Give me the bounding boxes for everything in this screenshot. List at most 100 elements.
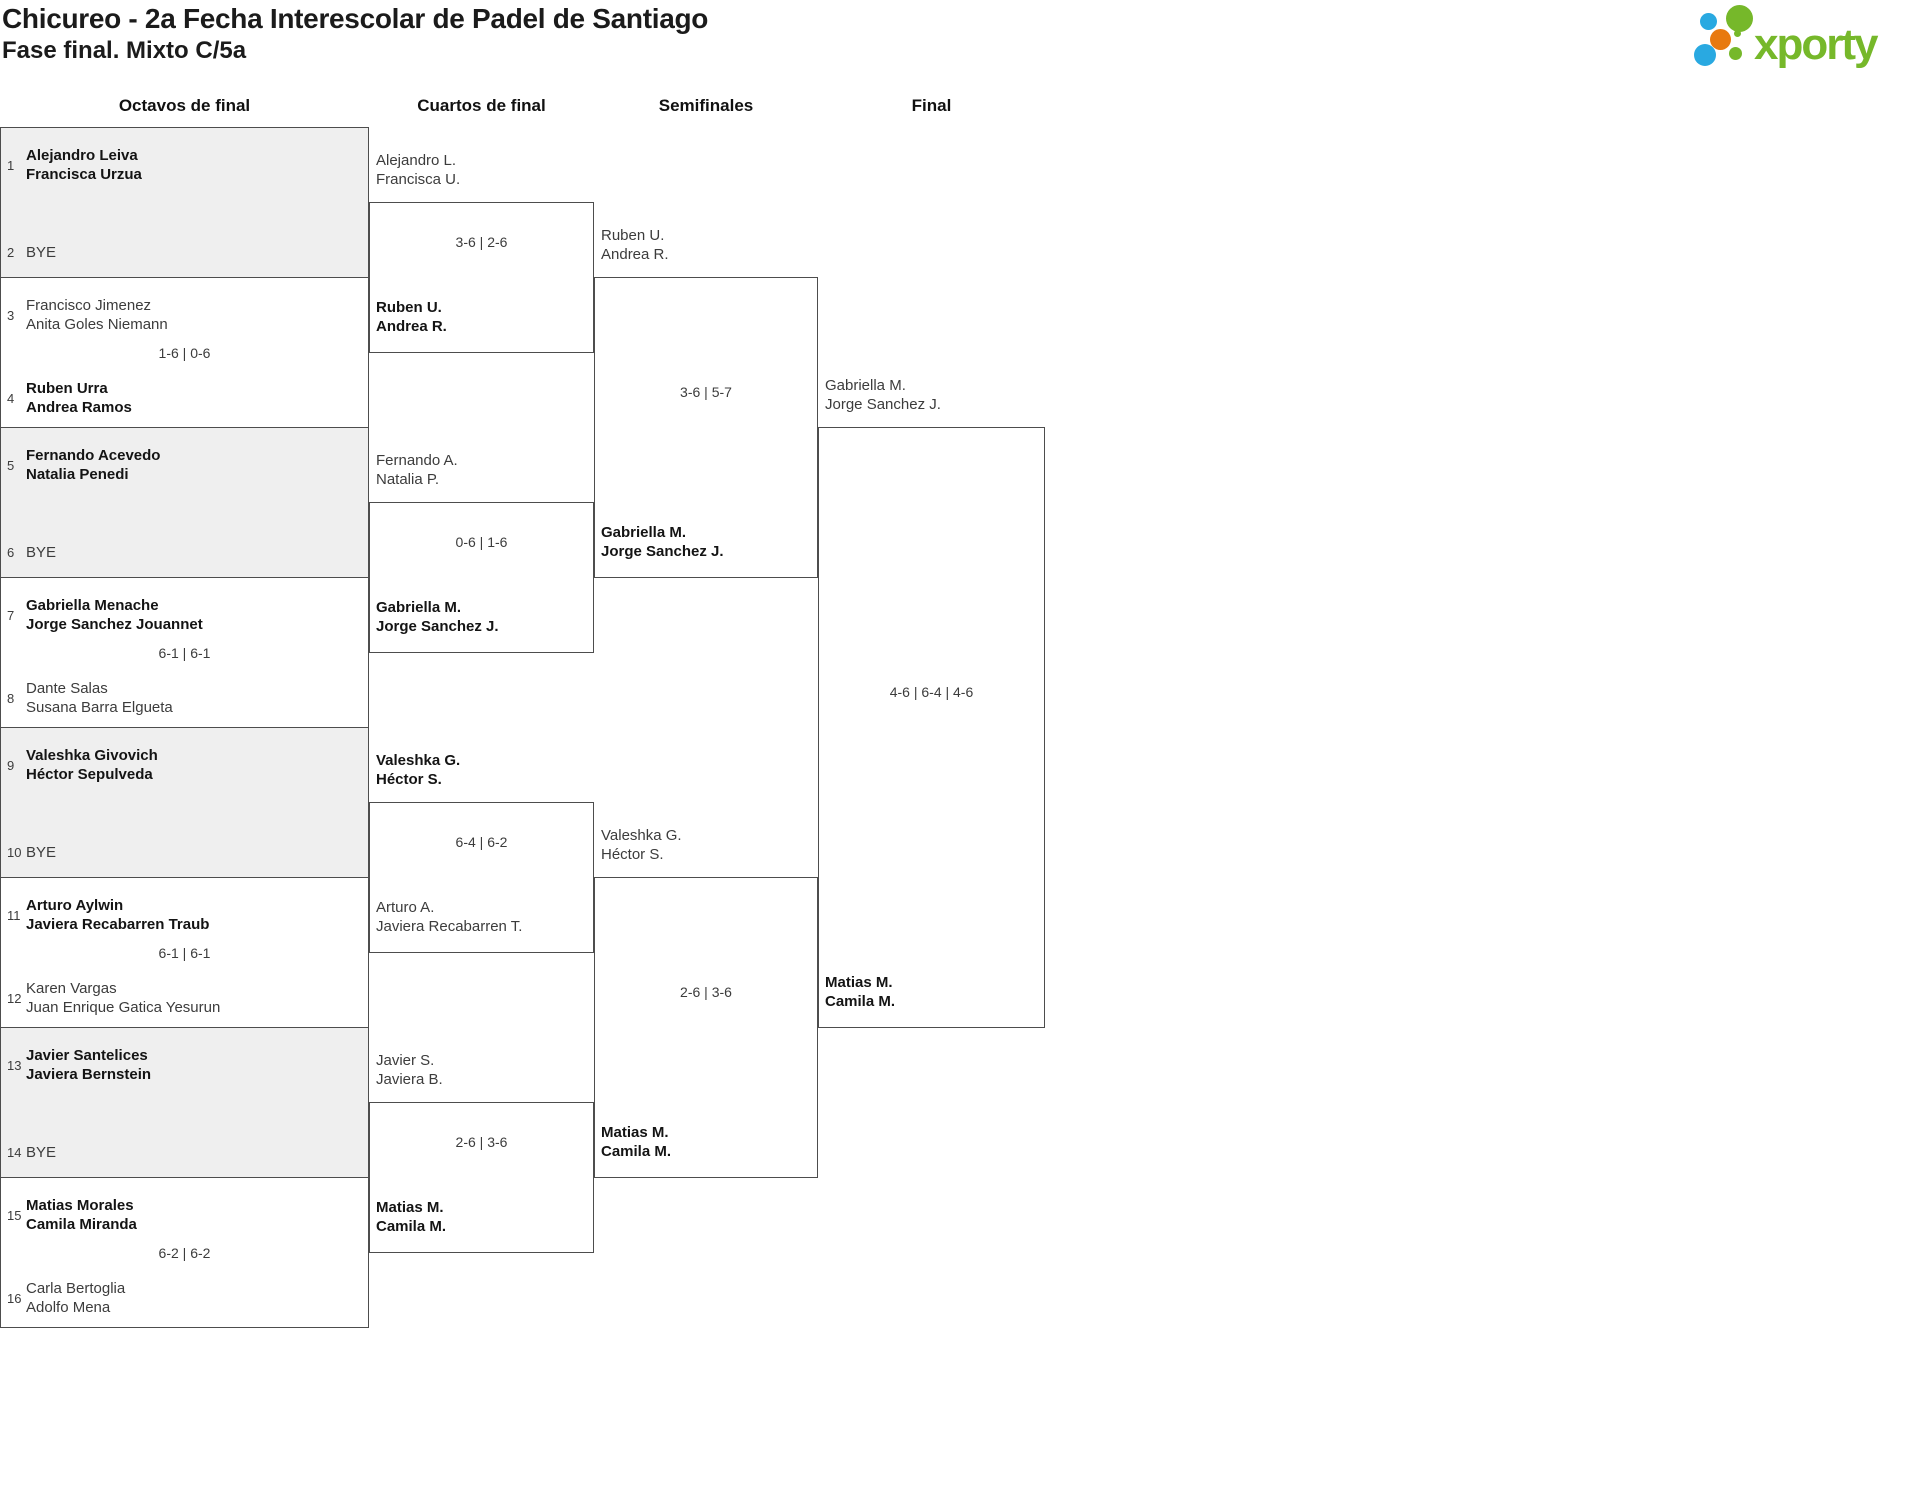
team-name-line: Arturo A.	[376, 899, 435, 916]
match-cuartos-4[interactable]	[369, 1102, 594, 1253]
seed-number: 2	[7, 245, 15, 260]
team-name-line: Andrea R.	[376, 318, 447, 335]
team-name-line: BYE	[26, 244, 57, 261]
team-label-top: Gabriella M.Jorge Sanchez J.	[825, 376, 941, 414]
team-name-line: Jorge Sanchez J.	[825, 396, 941, 413]
logo-dot-green-small	[1729, 47, 1742, 60]
match-score: 6-2 | 6-2	[158, 1244, 211, 1261]
match-final-1[interactable]	[818, 427, 1045, 1028]
logo-dot-blue-medium	[1694, 44, 1716, 66]
team-name-line: Alejandro Leiva	[26, 147, 138, 164]
team-label-top: Fernando A.Natalia P.	[376, 451, 458, 489]
match-score: 6-1 | 6-1	[158, 644, 211, 661]
match-cuartos-1[interactable]	[369, 202, 594, 353]
team-name-line: Francisca U.	[376, 171, 461, 188]
match-score: 2-6 | 3-6	[680, 983, 732, 1000]
team-label-bottom: Matias M. Camila M.	[825, 973, 895, 1011]
team-name-line: Matias M.	[601, 1124, 669, 1141]
team-name: BYE	[26, 243, 56, 262]
team-name-line: Gabriella M.	[601, 524, 687, 541]
seed-number: 4	[7, 390, 15, 406]
team-name-line: Héctor S.	[601, 846, 664, 863]
team-name-line: Jorge Sanchez Jouannet	[26, 616, 203, 633]
team-name-line: Camila Miranda	[26, 1216, 137, 1233]
team-name-line: Jorge Sanchez J.	[601, 543, 724, 560]
team-label-bottom: Gabriella M. Jorge Sanchez J.	[601, 523, 724, 561]
seed-number: 13	[7, 1057, 22, 1073]
team-name-line: Valeshka G.	[376, 752, 461, 769]
seed-number: 16	[7, 1290, 22, 1306]
team-row-bottom: 10 BYE	[7, 843, 364, 862]
team-name-line: Camila M.	[601, 1143, 672, 1160]
seed-number: 12	[7, 990, 22, 1006]
page-subtitle: Fase final. Mixto C/5a	[2, 37, 247, 64]
match-semifinal-1[interactable]	[594, 277, 818, 578]
team-name-line: Javier Santelices	[26, 1047, 148, 1064]
team-name-line: Camila M.	[825, 993, 896, 1010]
team-name: BYE	[26, 1143, 56, 1162]
logo-dot-green-tiny	[1734, 30, 1741, 37]
team-name-line: Karen Vargas	[26, 980, 117, 997]
team-name-line: Ruben U.	[601, 227, 665, 244]
team-name-line: Héctor Sepulveda	[26, 766, 153, 783]
team-name-line: Carla Bertoglia	[26, 1280, 126, 1297]
team-name-line: Gabriella M.	[376, 599, 462, 616]
seed-number: 10	[7, 845, 22, 860]
team-name-line: Ruben U.	[376, 299, 442, 316]
team-row-bottom: 2 BYE	[7, 243, 364, 262]
team-name-line: BYE	[26, 844, 57, 861]
team-name-line: Javiera Bernstein	[26, 1066, 152, 1083]
team-label-top: Valeshka G.Héctor S.	[376, 751, 460, 789]
team-name-line: Andrea R.	[601, 246, 669, 263]
team-name-line: Arturo Aylwin	[26, 897, 124, 914]
team-name-line: Matias M.	[825, 974, 893, 991]
match-cuartos-3[interactable]	[369, 802, 594, 953]
seed-number: 5	[7, 457, 15, 473]
match-score: 6-4 | 6-2	[455, 833, 508, 850]
page-title: Chicureo - 2a Fecha Interescolar de Pade…	[2, 3, 709, 34]
team-label-top: Javier S.Javiera B.	[376, 1051, 443, 1089]
team-name-line: Javiera Recabarren T.	[376, 918, 523, 935]
seed-number: 3	[7, 307, 15, 323]
round-header-cuartos: Cuartos de final	[417, 96, 546, 115]
seed-number: 9	[7, 757, 15, 773]
match-cuartos-2[interactable]	[369, 502, 594, 653]
team-name-line: Javier S.	[376, 1052, 435, 1069]
team-name-line: Valeshka G.	[601, 827, 682, 844]
team-name-line: Juan Enrique Gatica Yesurun	[26, 999, 221, 1016]
team-name-line: Ruben Urra	[26, 380, 108, 397]
match-score: 6-1 | 6-1	[158, 944, 211, 961]
seed-number: 1	[7, 157, 15, 173]
team-name-line: Alejandro L.	[376, 152, 457, 169]
match-score: 0-6 | 1-6	[455, 533, 508, 550]
team-label-top: Ruben U. Andrea R.	[601, 226, 669, 264]
team-label-bottom: Matias M. Camila M.	[601, 1123, 671, 1161]
match-semifinal-2[interactable]	[594, 877, 818, 1178]
